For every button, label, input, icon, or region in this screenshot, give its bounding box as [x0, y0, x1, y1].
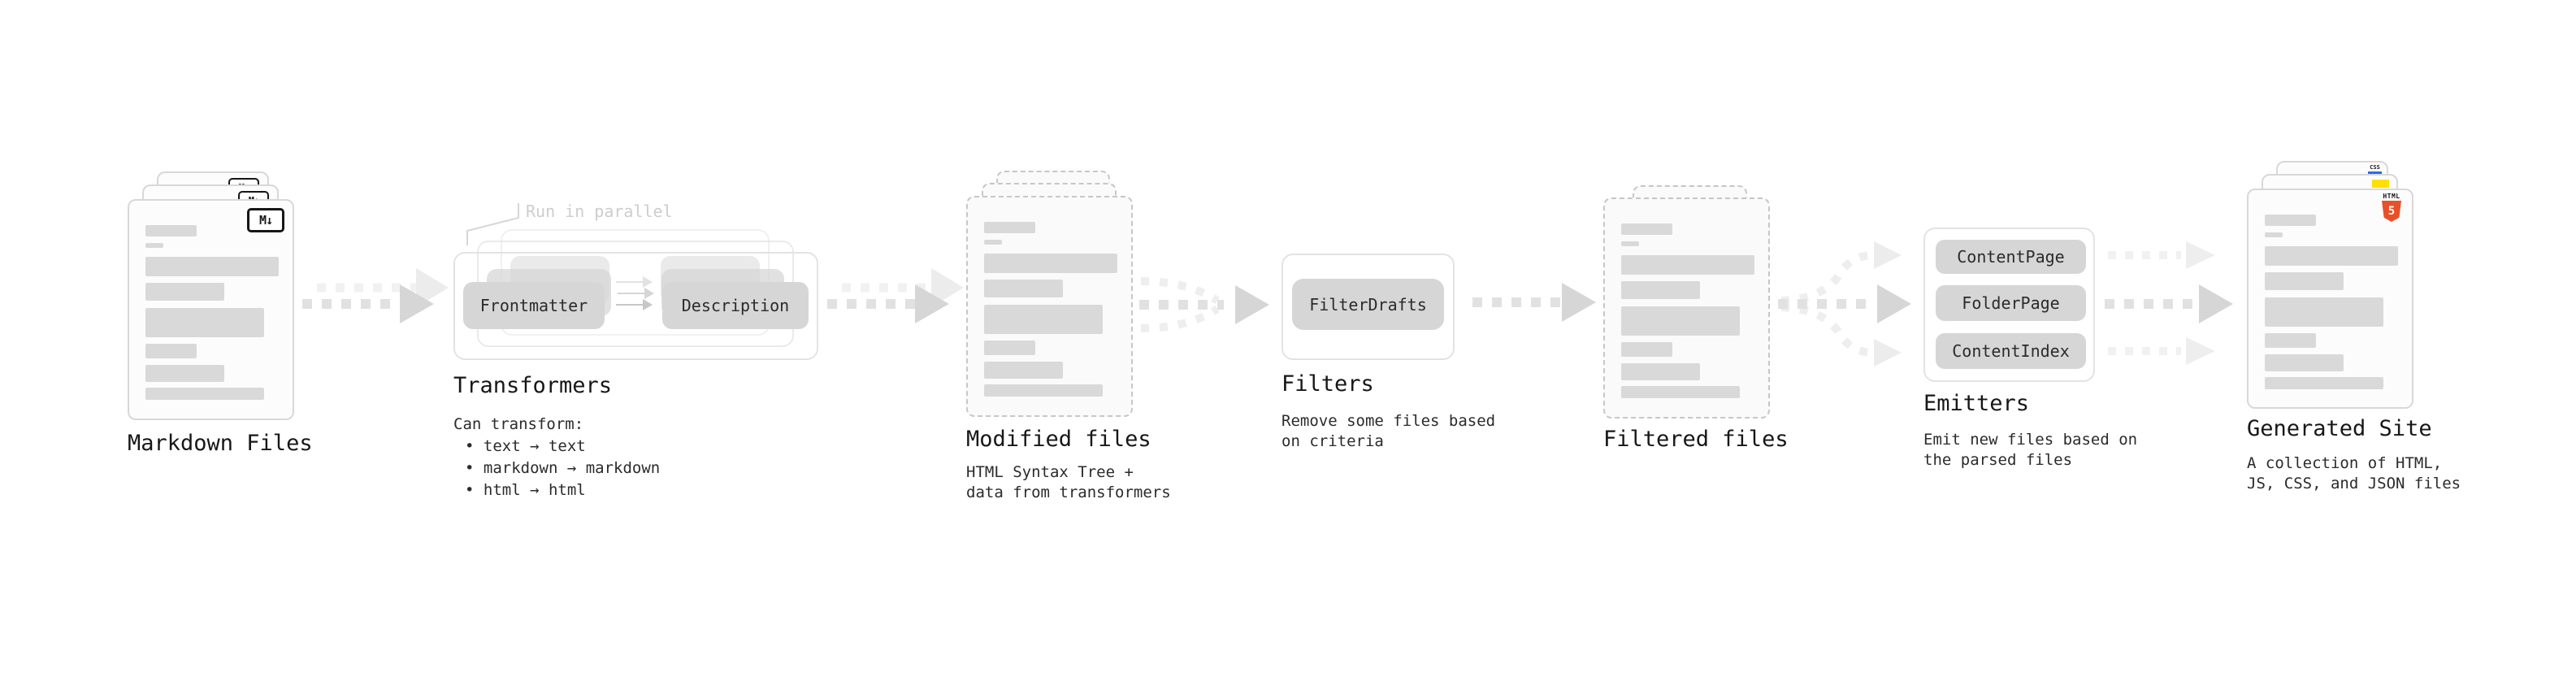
doc-content-bar: [1621, 306, 1740, 336]
doc-content-bar: [145, 225, 197, 236]
generated-site-caption-line: A collection of HTML,: [2247, 454, 2443, 472]
doc-content-bar: [145, 308, 264, 337]
filters-panel: FilterDrafts: [1281, 254, 1455, 360]
transformers-bullet: • text → text: [465, 437, 586, 455]
js-file-icon: [2372, 180, 2389, 188]
transformers-bullet: • html → html: [465, 481, 586, 499]
doc-content-bar: [1621, 241, 1639, 246]
transformers-bullet: • markdown → markdown: [465, 459, 661, 477]
arrow-modified-to-filters: [1139, 277, 1269, 332]
transformers-title: Transformers: [453, 373, 613, 398]
markdown-files-title: Markdown Files: [128, 431, 313, 456]
filtered-file-sheet-front: [1603, 197, 1770, 419]
markdown-file-sheet-front: M↓: [128, 199, 294, 420]
doc-content-bar: [1621, 386, 1740, 398]
doc-content-bar: [2265, 232, 2283, 237]
doc-content-bar: [984, 254, 1117, 273]
modified-files-title: Modified files: [966, 427, 1151, 452]
frontmatter-transformer-chip: Frontmatter: [463, 282, 605, 329]
markdown-icon: M↓: [247, 208, 284, 232]
doc-content-bar: [1621, 363, 1700, 380]
doc-content-bar: [984, 240, 1002, 245]
css-underline: [2368, 171, 2382, 174]
filterdrafts-chip: FilterDrafts: [1292, 279, 1444, 330]
arrow-filtered-to-emitters: [1778, 241, 1911, 367]
doc-content-bar: [2265, 215, 2316, 226]
doc-content-bar: [1621, 342, 1672, 357]
modified-files-caption-line: HTML Syntax Tree +: [966, 463, 1134, 481]
filters-title: Filters: [1281, 371, 1374, 397]
doc-content-bar: [1621, 223, 1672, 235]
doc-content-bar: [2265, 333, 2316, 348]
doc-content-bar: [2265, 246, 2398, 266]
arrows-emitters-to-site: [2105, 241, 2233, 365]
emitters-caption-line: the parsed files: [1923, 451, 2073, 469]
doc-content-bar: [984, 340, 1035, 355]
modified-file-sheet-front: [966, 196, 1133, 417]
emitters-caption-line: Emit new files based on: [1923, 431, 2138, 449]
transform-arrow-icon: [616, 299, 653, 310]
transformers-caption: Can transform:: [453, 415, 584, 433]
arrow-markdown-to-transformers: [302, 268, 449, 323]
contentpage-emitter-chip: ContentPage: [1936, 240, 2086, 274]
doc-content-bar: [145, 257, 279, 276]
css-label: CSS: [2370, 164, 2380, 171]
contentindex-emitter-chip: ContentIndex: [1936, 333, 2086, 369]
description-transformer-chip: Description: [662, 282, 809, 329]
generated-site-title: Generated Site: [2247, 416, 2432, 441]
doc-content-bar: [2265, 354, 2344, 371]
doc-content-bar: [984, 222, 1035, 233]
generated-site-caption-line: JS, CSS, and JSON files: [2247, 475, 2461, 492]
filters-caption-line: on criteria: [1281, 432, 1384, 450]
emitters-title: Emitters: [1923, 391, 2030, 416]
doc-content-bar: [145, 365, 224, 382]
html5-number: 5: [2387, 205, 2396, 218]
doc-content-bar: [2265, 297, 2383, 327]
doc-content-bar: [2265, 272, 2344, 290]
folderpage-emitter-chip: FolderPage: [1936, 285, 2086, 321]
doc-content-bar: [145, 283, 224, 301]
transform-arrow-icon: [616, 276, 653, 288]
css-file-icon: CSS: [2368, 165, 2382, 174]
arrow-filters-to-filtered: [1472, 283, 1596, 322]
transform-arrow-icon: [618, 288, 654, 299]
emitters-panel: ContentPage FolderPage ContentIndex: [1923, 228, 2095, 382]
filters-caption-line: Remove some files based: [1281, 412, 1496, 430]
doc-content-bar: [145, 344, 197, 358]
transformer-sheet-front: Frontmatter Description: [453, 252, 818, 360]
doc-content-bar: [984, 305, 1103, 334]
run-in-parallel-connector: [466, 203, 519, 245]
doc-content-bar: [984, 280, 1063, 297]
doc-content-bar: [2265, 377, 2383, 389]
doc-content-bar: [145, 388, 264, 400]
doc-content-bar: [145, 243, 163, 248]
arrow-transformers-to-modified: [827, 268, 964, 323]
doc-content-bar: [984, 384, 1103, 397]
html5-shield: 5: [2382, 201, 2401, 222]
filtered-files-title: Filtered files: [1603, 427, 1789, 452]
doc-content-bar: [1621, 255, 1754, 275]
html5-label: HTML: [2383, 193, 2400, 200]
doc-content-bar: [984, 362, 1063, 379]
html5-icon: HTML 5: [2382, 193, 2401, 222]
generated-site-sheet-front: HTML 5: [2247, 189, 2413, 409]
run-in-parallel-annotation: Run in parallel: [526, 202, 673, 221]
modified-files-caption-line: data from transformers: [966, 484, 1171, 501]
doc-content-bar: [1621, 281, 1700, 299]
